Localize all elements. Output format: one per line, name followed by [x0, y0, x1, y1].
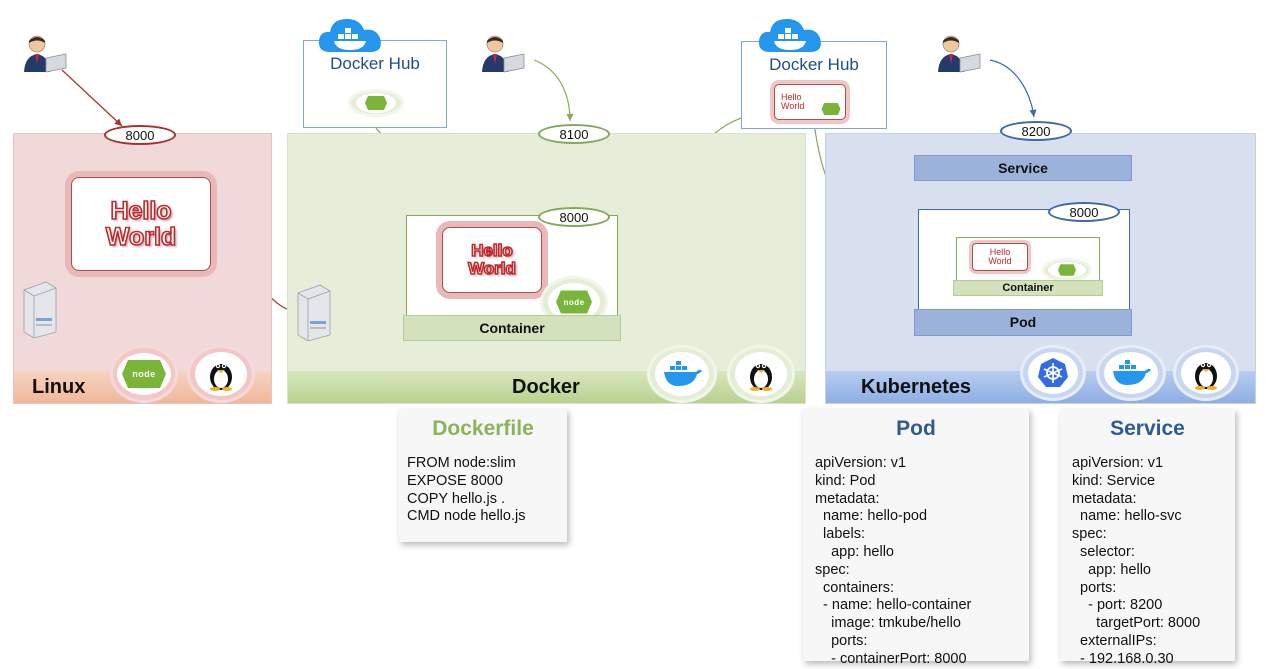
- user-icon: [938, 35, 981, 73]
- linux-penguin-icon: [1195, 362, 1217, 390]
- dockerfile-title: Dockerfile: [432, 417, 534, 440]
- docker-hub-2: Docker Hub Hello World: [741, 41, 887, 129]
- linux-penguin-icon: [750, 363, 772, 391]
- port-8000-linux: 8000: [104, 125, 176, 145]
- node-logo-linux: node: [110, 345, 178, 403]
- hello-world-app-docker: Hello World: [442, 227, 542, 293]
- linux-logo-k8s: [1173, 345, 1239, 401]
- linux-penguin-icon: [210, 363, 232, 391]
- hello-image-in-hub: Hello World: [774, 84, 846, 120]
- docker-hub-1: Docker Hub: [303, 40, 447, 128]
- pod-yaml-title: Pod: [896, 417, 936, 440]
- kubernetes-wheel-icon: [1038, 358, 1068, 387]
- service-yaml-note: Service apiVersion: v1 kind: Service met…: [1060, 409, 1235, 667]
- linux-label: Linux: [32, 376, 86, 398]
- node-image-in-hub: [348, 89, 404, 117]
- node-logo-icon: [821, 103, 841, 115]
- server-icon: [297, 284, 331, 341]
- docker-whale-icon: [1113, 360, 1151, 385]
- service-yaml-title: Service: [1110, 417, 1185, 440]
- user-icon: [24, 35, 67, 73]
- port-8000-container: 8000: [538, 207, 610, 227]
- pod-container-label: Container: [953, 280, 1103, 296]
- pod-bar: Pod: [914, 309, 1132, 336]
- docker-hub-title: Docker Hub: [769, 55, 859, 74]
- user-icon: [482, 35, 525, 73]
- hello-world-app-pod: Hello World: [972, 243, 1028, 271]
- hello-world-app-linux: Hello World: [71, 177, 211, 271]
- port-8200-service: 8200: [1000, 121, 1072, 141]
- hello-text-line1: Hello: [110, 196, 173, 225]
- kubernetes-logo: [1020, 345, 1086, 401]
- cloud-icon: [318, 19, 381, 52]
- pod-yaml-note: Pod apiVersion: v1 kind: Pod metadata: n…: [803, 409, 1029, 667]
- pod-yaml-body: apiVersion: v1 kind: Pod metadata: name:…: [815, 455, 972, 667]
- cloud-icon: [758, 19, 821, 52]
- service-bar: Service: [914, 155, 1132, 181]
- container-label-bar: Container: [403, 315, 621, 341]
- docker-band: Docker: [288, 371, 805, 403]
- docker-label: Docker: [512, 376, 580, 398]
- port-8100-docker: 8100: [538, 124, 610, 144]
- port-8000-pod: 8000: [1048, 202, 1120, 222]
- service-yaml-body: apiVersion: v1 kind: Service metadata: n…: [1072, 455, 1201, 667]
- node-logo-pod: [1042, 258, 1092, 282]
- node-logo-icon: [1058, 264, 1076, 276]
- docker-logo-docker: [647, 345, 717, 403]
- node-logo-icon: node: [556, 290, 592, 314]
- docker-whale-icon: [664, 361, 702, 386]
- node-logo-icon: [365, 96, 387, 110]
- dockerfile-body: FROM node:slim EXPOSE 8000 COPY hello.js…: [407, 455, 526, 525]
- docker-logo-k8s: [1096, 345, 1166, 401]
- server-icon: [23, 281, 57, 338]
- linux-logo-linux: [187, 345, 255, 403]
- docker-hub-title: Docker Hub: [330, 54, 420, 73]
- hello-text-line2: World: [105, 223, 177, 251]
- kubernetes-label: Kubernetes: [861, 376, 972, 398]
- dockerfile-note: Dockerfile FROM node:slim EXPOSE 8000 CO…: [399, 409, 567, 542]
- linux-logo-docker: [727, 345, 795, 403]
- node-logo-icon: node: [122, 360, 166, 388]
